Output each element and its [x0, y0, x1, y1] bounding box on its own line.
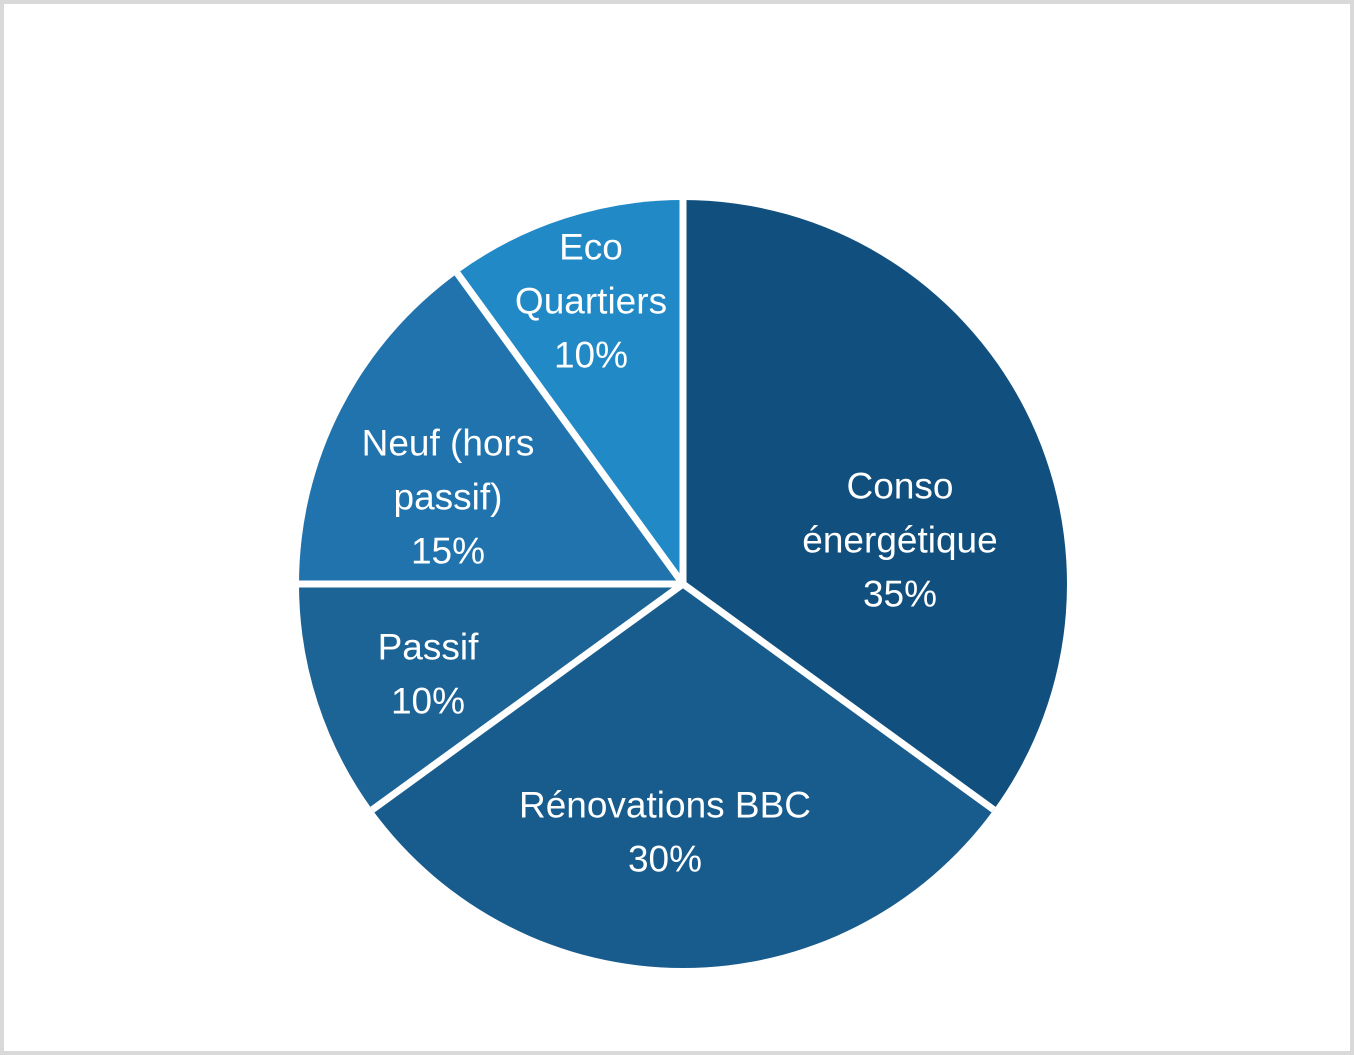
slice-label-line: 15% [411, 531, 485, 572]
slice-label-line: 35% [863, 574, 937, 615]
pie-chart: Conso énergétique 35% Rénovations BBC 30% Pas… [299, 200, 1067, 968]
slice-label-line: Eco [559, 227, 623, 268]
slice-separator-1 [680, 581, 996, 813]
pie-slice-4 [457, 200, 683, 584]
slice-label-line: passif) [394, 477, 503, 518]
chart-area: Conso énergétique 35% Rénovations BBC 30% Pas… [4, 4, 1350, 1051]
slice-label-line: Rénovations BBC [519, 785, 811, 826]
slice-label-line: énergétique [802, 520, 997, 561]
slice-label-line: Neuf (hors [362, 423, 535, 464]
slice-label-line: 30% [628, 839, 702, 880]
pie-slice-3 [299, 273, 683, 584]
slice-label-line: Quartiers [515, 281, 667, 322]
slice-label-1: Rénovations BBC 30% [519, 785, 811, 880]
slice-label-line: Passif [378, 627, 479, 668]
slice-label-line: 10% [391, 681, 465, 722]
pie-slice-0 [683, 200, 1067, 810]
slice-separator-4 [454, 271, 686, 587]
pie-slice-1 [372, 584, 994, 968]
pie-slice-2 [299, 584, 683, 810]
slice-separator-2 [370, 581, 686, 813]
slice-label-line: Conso [847, 466, 954, 507]
slice-label-2: Passif 10% [378, 627, 479, 722]
slice-label-0: Conso énergétique 35% [802, 466, 997, 615]
slice-label-line: 10% [554, 335, 628, 376]
slice-label-3: Neuf (hors passif) 15% [362, 423, 535, 572]
